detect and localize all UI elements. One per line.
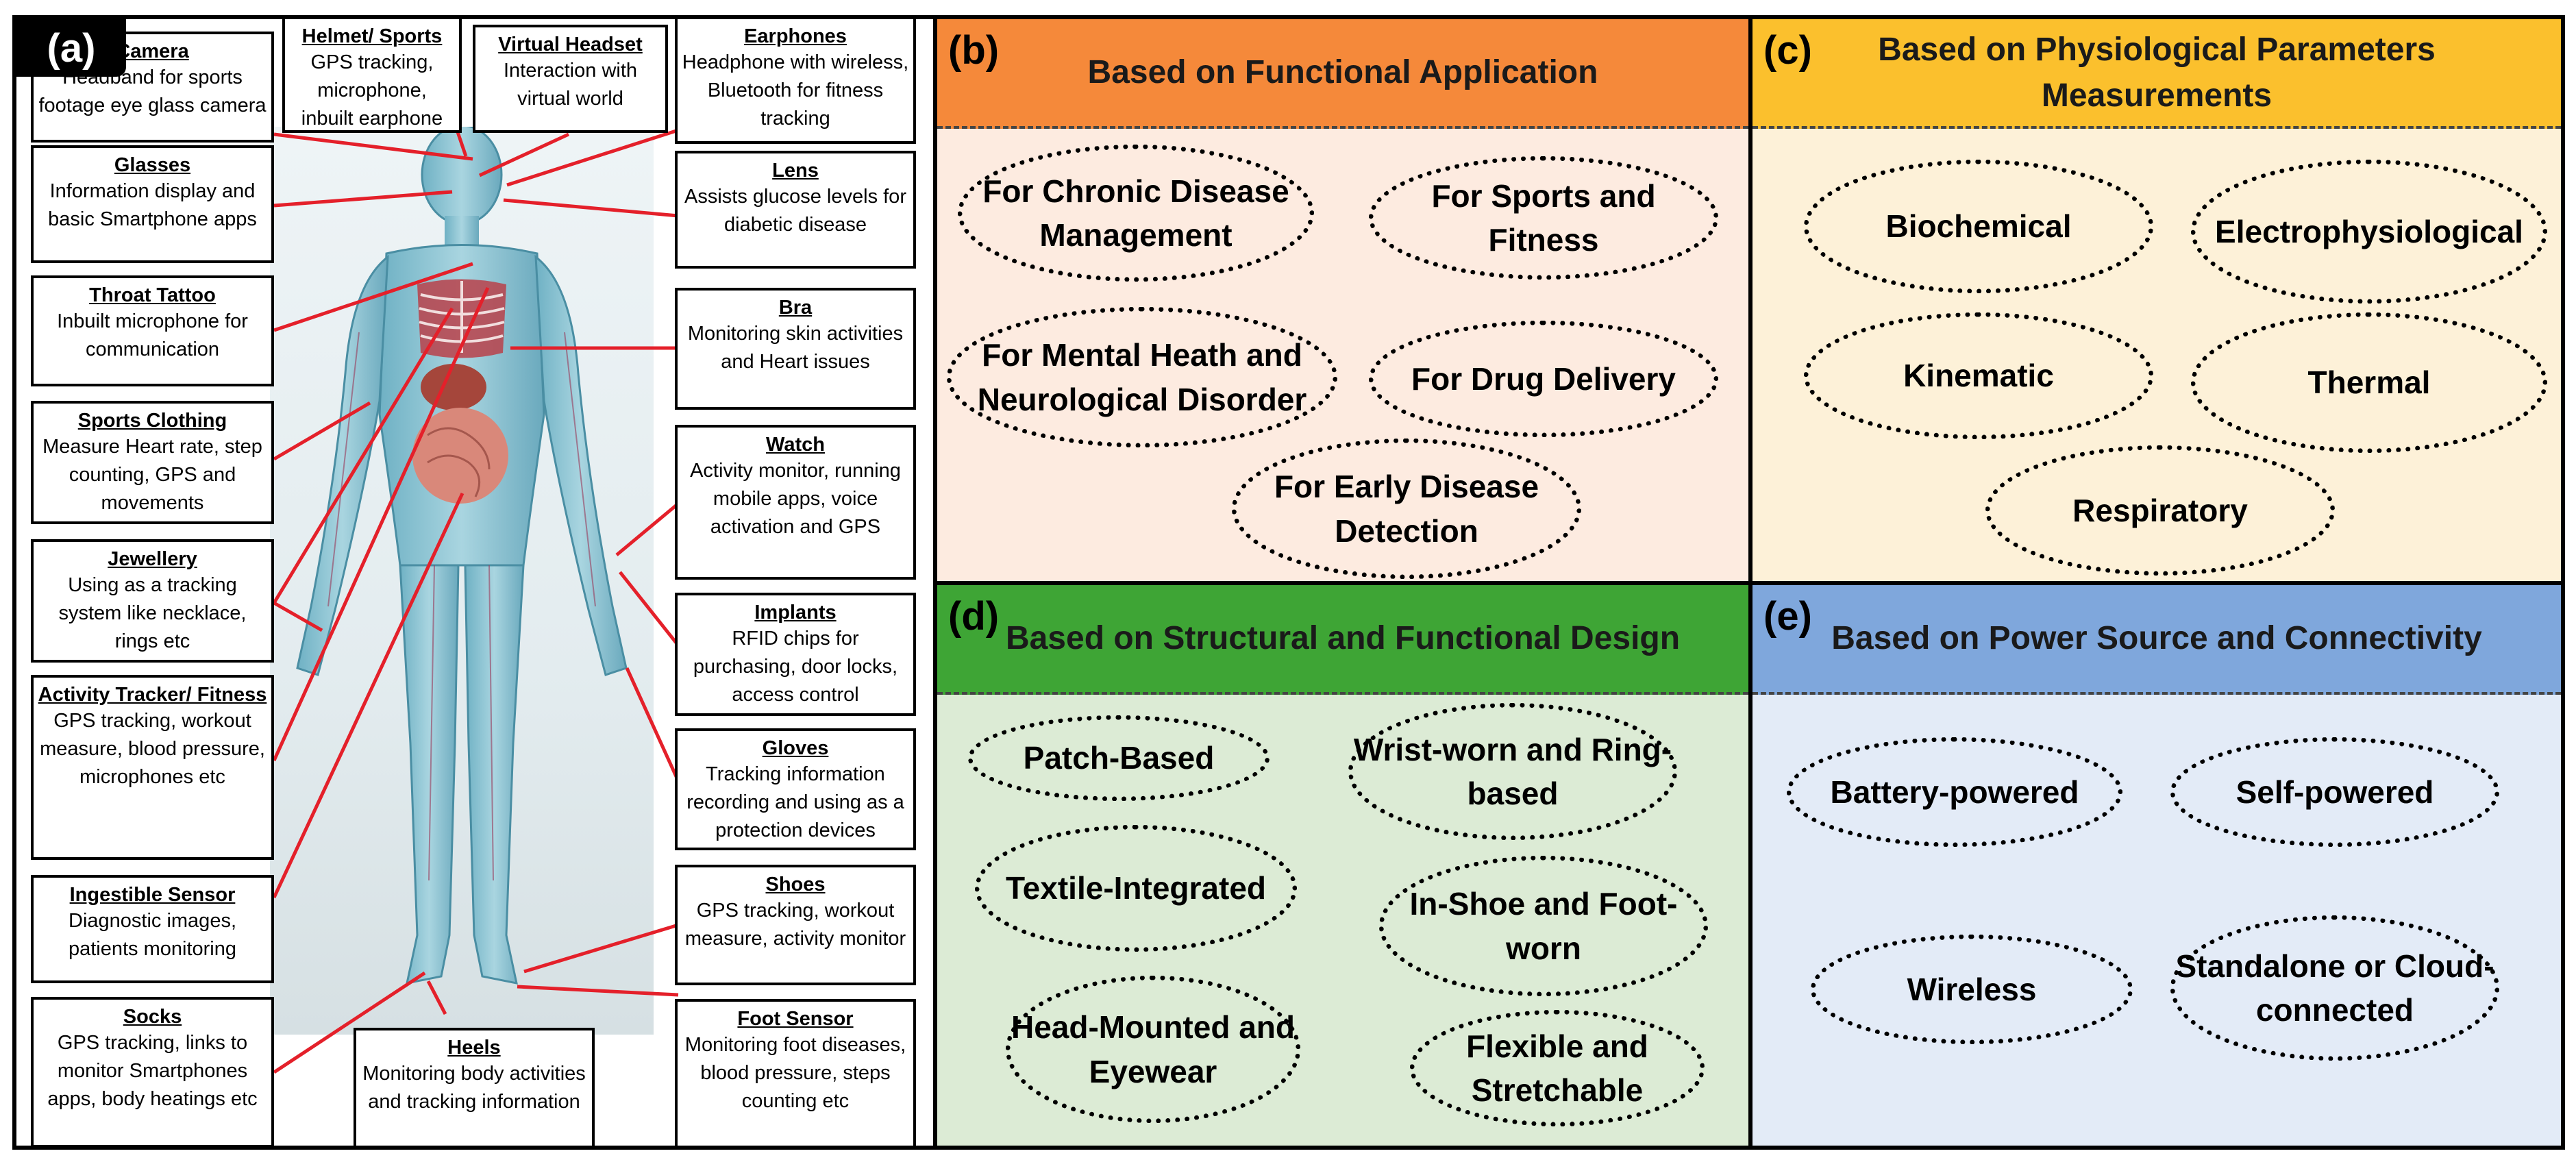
box-description: Monitoring skin activities and Heart iss… — [687, 322, 904, 373]
panel-e-header: Based on Power Source and Connectivity — [1753, 585, 2561, 695]
box-description: GPS tracking, workout measure, blood pre… — [40, 709, 265, 789]
box-heels: Heels Monitoring body activities and tra… — [354, 1028, 595, 1148]
oval-patch-based: Patch-Based — [968, 715, 1270, 801]
oval-thermal: Thermal — [2191, 312, 2547, 453]
oval-biochemical: Biochemical — [1804, 160, 2153, 293]
oval-drug-delivery: For Drug Delivery — [1369, 321, 1718, 437]
human-body-illustration — [270, 127, 654, 1035]
panel-d-tag: (d) — [948, 594, 1000, 639]
box-description: Interaction with virtual world — [503, 59, 638, 110]
box-title: Socks — [123, 1006, 182, 1028]
box-description: Assists glucose levels for diabetic dise… — [684, 185, 906, 236]
oval-chronic-disease-management: For Chronic Disease Management — [958, 145, 1314, 282]
box-virtual-headset: Virtual Headset Interaction with virtual… — [473, 25, 668, 133]
box-title: Foot Sensor — [737, 1008, 854, 1030]
box-description: GPS tracking, microphone, inbuilt earpho… — [301, 51, 443, 130]
oval-head-mounted-eyewear: Head-Mounted and Eyewear — [1006, 976, 1300, 1123]
box-throat-tattoo: Throat Tattoo Inbuilt microphone for com… — [31, 275, 274, 386]
box-description: Diagnostic images, patients monitoring — [68, 909, 237, 960]
box-title: Activity Tracker/ Fitness — [38, 684, 267, 706]
box-helmet-sports: Helmet/ Sports GPS tracking, microphone,… — [282, 16, 462, 133]
box-gloves: Gloves Tracking information recording an… — [675, 728, 916, 850]
box-ingestible-sensor: Ingestible Sensor Diagnostic images, pat… — [31, 875, 274, 983]
oval-sports-and-fitness: For Sports and Fitness — [1369, 156, 1718, 280]
oval-flexible-stretchable: Flexible and Stretchable — [1410, 1010, 1705, 1126]
box-title: Camera — [116, 40, 189, 62]
box-title: Jewellery — [108, 548, 197, 570]
box-title: Shoes — [765, 874, 826, 896]
panel-b-title: Based on Functional Application — [1087, 54, 1598, 91]
panel-c-header: Based on Physiological Parameters Measur… — [1753, 19, 2561, 129]
oval-battery-powered: Battery-powered — [1787, 737, 2122, 847]
body-figure-graphic — [296, 127, 628, 985]
box-foot-sensor: Foot Sensor Monitoring foot diseases, bl… — [675, 999, 916, 1148]
box-title: Throat Tattoo — [89, 284, 216, 306]
oval-wrist-worn-ring-based: Wrist-worn and Ring-based — [1348, 703, 1677, 840]
panel-c-tag: (c) — [1763, 28, 1812, 73]
panel-d-structural-functional-design: Based on Structural and Functional Desig… — [933, 581, 1753, 1150]
box-title: Gloves — [762, 737, 829, 759]
box-bra: Bra Monitoring skin activities and Heart… — [675, 288, 916, 410]
box-earphones: Earphones Headphone with wireless, Bluet… — [675, 16, 916, 144]
panel-c-physiological-parameters: Based on Physiological Parameters Measur… — [1748, 15, 2565, 585]
box-description: Monitoring foot diseases, blood pressure… — [684, 1033, 906, 1113]
panel-b-tag: (b) — [948, 28, 1000, 73]
box-description: Headphone with wireless, Bluetooth for f… — [682, 51, 909, 130]
panel-c-title: Based on Physiological Parameters Measur… — [1878, 31, 2436, 114]
box-lens: Lens Assists glucose levels for diabetic… — [675, 151, 916, 269]
oval-standalone-cloud-connected: Standalone or Cloud-connected — [2170, 915, 2499, 1061]
box-title: Lens — [772, 160, 819, 182]
box-description: Tracking information recording and using… — [686, 763, 904, 842]
panel-a-tag: (a) — [16, 19, 126, 77]
box-title: Ingestible Sensor — [69, 884, 236, 906]
panel-e-title: Based on Power Source and Connectivity — [1831, 620, 2482, 657]
oval-early-disease-detection: For Early Disease Detection — [1232, 439, 1581, 579]
panel-d-header: Based on Structural and Functional Desig… — [937, 585, 1748, 695]
oval-wireless: Wireless — [1811, 935, 2133, 1044]
oval-electrophysiological: Electrophysiological — [2191, 160, 2547, 304]
box-shoes: Shoes GPS tracking, workout measure, act… — [675, 865, 916, 985]
box-title: Bra — [778, 297, 813, 319]
panel-d-title: Based on Structural and Functional Desig… — [1005, 620, 1681, 657]
box-title: Virtual Headset — [498, 34, 643, 55]
panel-e-tag: (e) — [1763, 594, 1812, 639]
box-title: Heels — [447, 1037, 501, 1059]
oval-mental-health-neurological: For Mental Heath and Neurological Disord… — [947, 307, 1337, 447]
box-title: Sports Clothing — [77, 410, 227, 432]
box-title: Earphones — [744, 25, 847, 47]
oval-in-shoe-foot-worn: In-Shoe and Foot-worn — [1379, 856, 1708, 996]
box-title: Glasses — [114, 154, 191, 176]
box-socks: Socks GPS tracking, links to monitor Sma… — [31, 997, 274, 1148]
box-title: Helmet/ Sports — [301, 25, 443, 47]
oval-textile-integrated: Textile-Integrated — [975, 825, 1297, 952]
box-description: Inbuilt microphone for communication — [57, 310, 248, 360]
box-description: Information display and basic Smartphone… — [48, 180, 257, 230]
box-watch: Watch Activity monitor, running mobile a… — [675, 425, 916, 580]
box-jewellery: Jewellery Using as a tracking system lik… — [31, 539, 274, 663]
oval-self-powered: Self-powered — [2170, 737, 2499, 847]
box-description: Activity monitor, running mobile apps, v… — [690, 459, 901, 539]
panel-b-functional-application: Based on Functional Application (b) For … — [933, 15, 1753, 585]
box-implants: Implants RFID chips for purchasing, door… — [675, 593, 916, 716]
box-sports-clothing: Sports Clothing Measure Heart rate, step… — [31, 401, 274, 524]
box-description: GPS tracking, links to monitor Smartphon… — [47, 1031, 258, 1111]
box-title: Implants — [754, 602, 837, 623]
panel-e-power-source-connectivity: Based on Power Source and Connectivity (… — [1748, 581, 2565, 1150]
panel-b-header: Based on Functional Application — [937, 19, 1748, 129]
box-activity-tracker-fitness: Activity Tracker/ Fitness GPS tracking, … — [31, 675, 274, 860]
oval-respiratory: Respiratory — [1985, 445, 2335, 576]
box-description: Using as a tracking system like necklace… — [58, 573, 247, 653]
box-description: Headband for sports footage eye glass ca… — [38, 66, 267, 116]
box-description: RFID chips for purchasing, door locks, a… — [693, 627, 898, 706]
oval-kinematic: Kinematic — [1804, 312, 2153, 439]
box-description: GPS tracking, workout measure, activity … — [684, 899, 906, 950]
box-description: Monitoring body activities and tracking … — [362, 1062, 586, 1113]
box-title: Watch — [766, 434, 825, 456]
box-glasses: Glasses Information display and basic Sm… — [31, 145, 274, 263]
box-description: Measure Heart rate, step counting, GPS a… — [42, 435, 262, 515]
